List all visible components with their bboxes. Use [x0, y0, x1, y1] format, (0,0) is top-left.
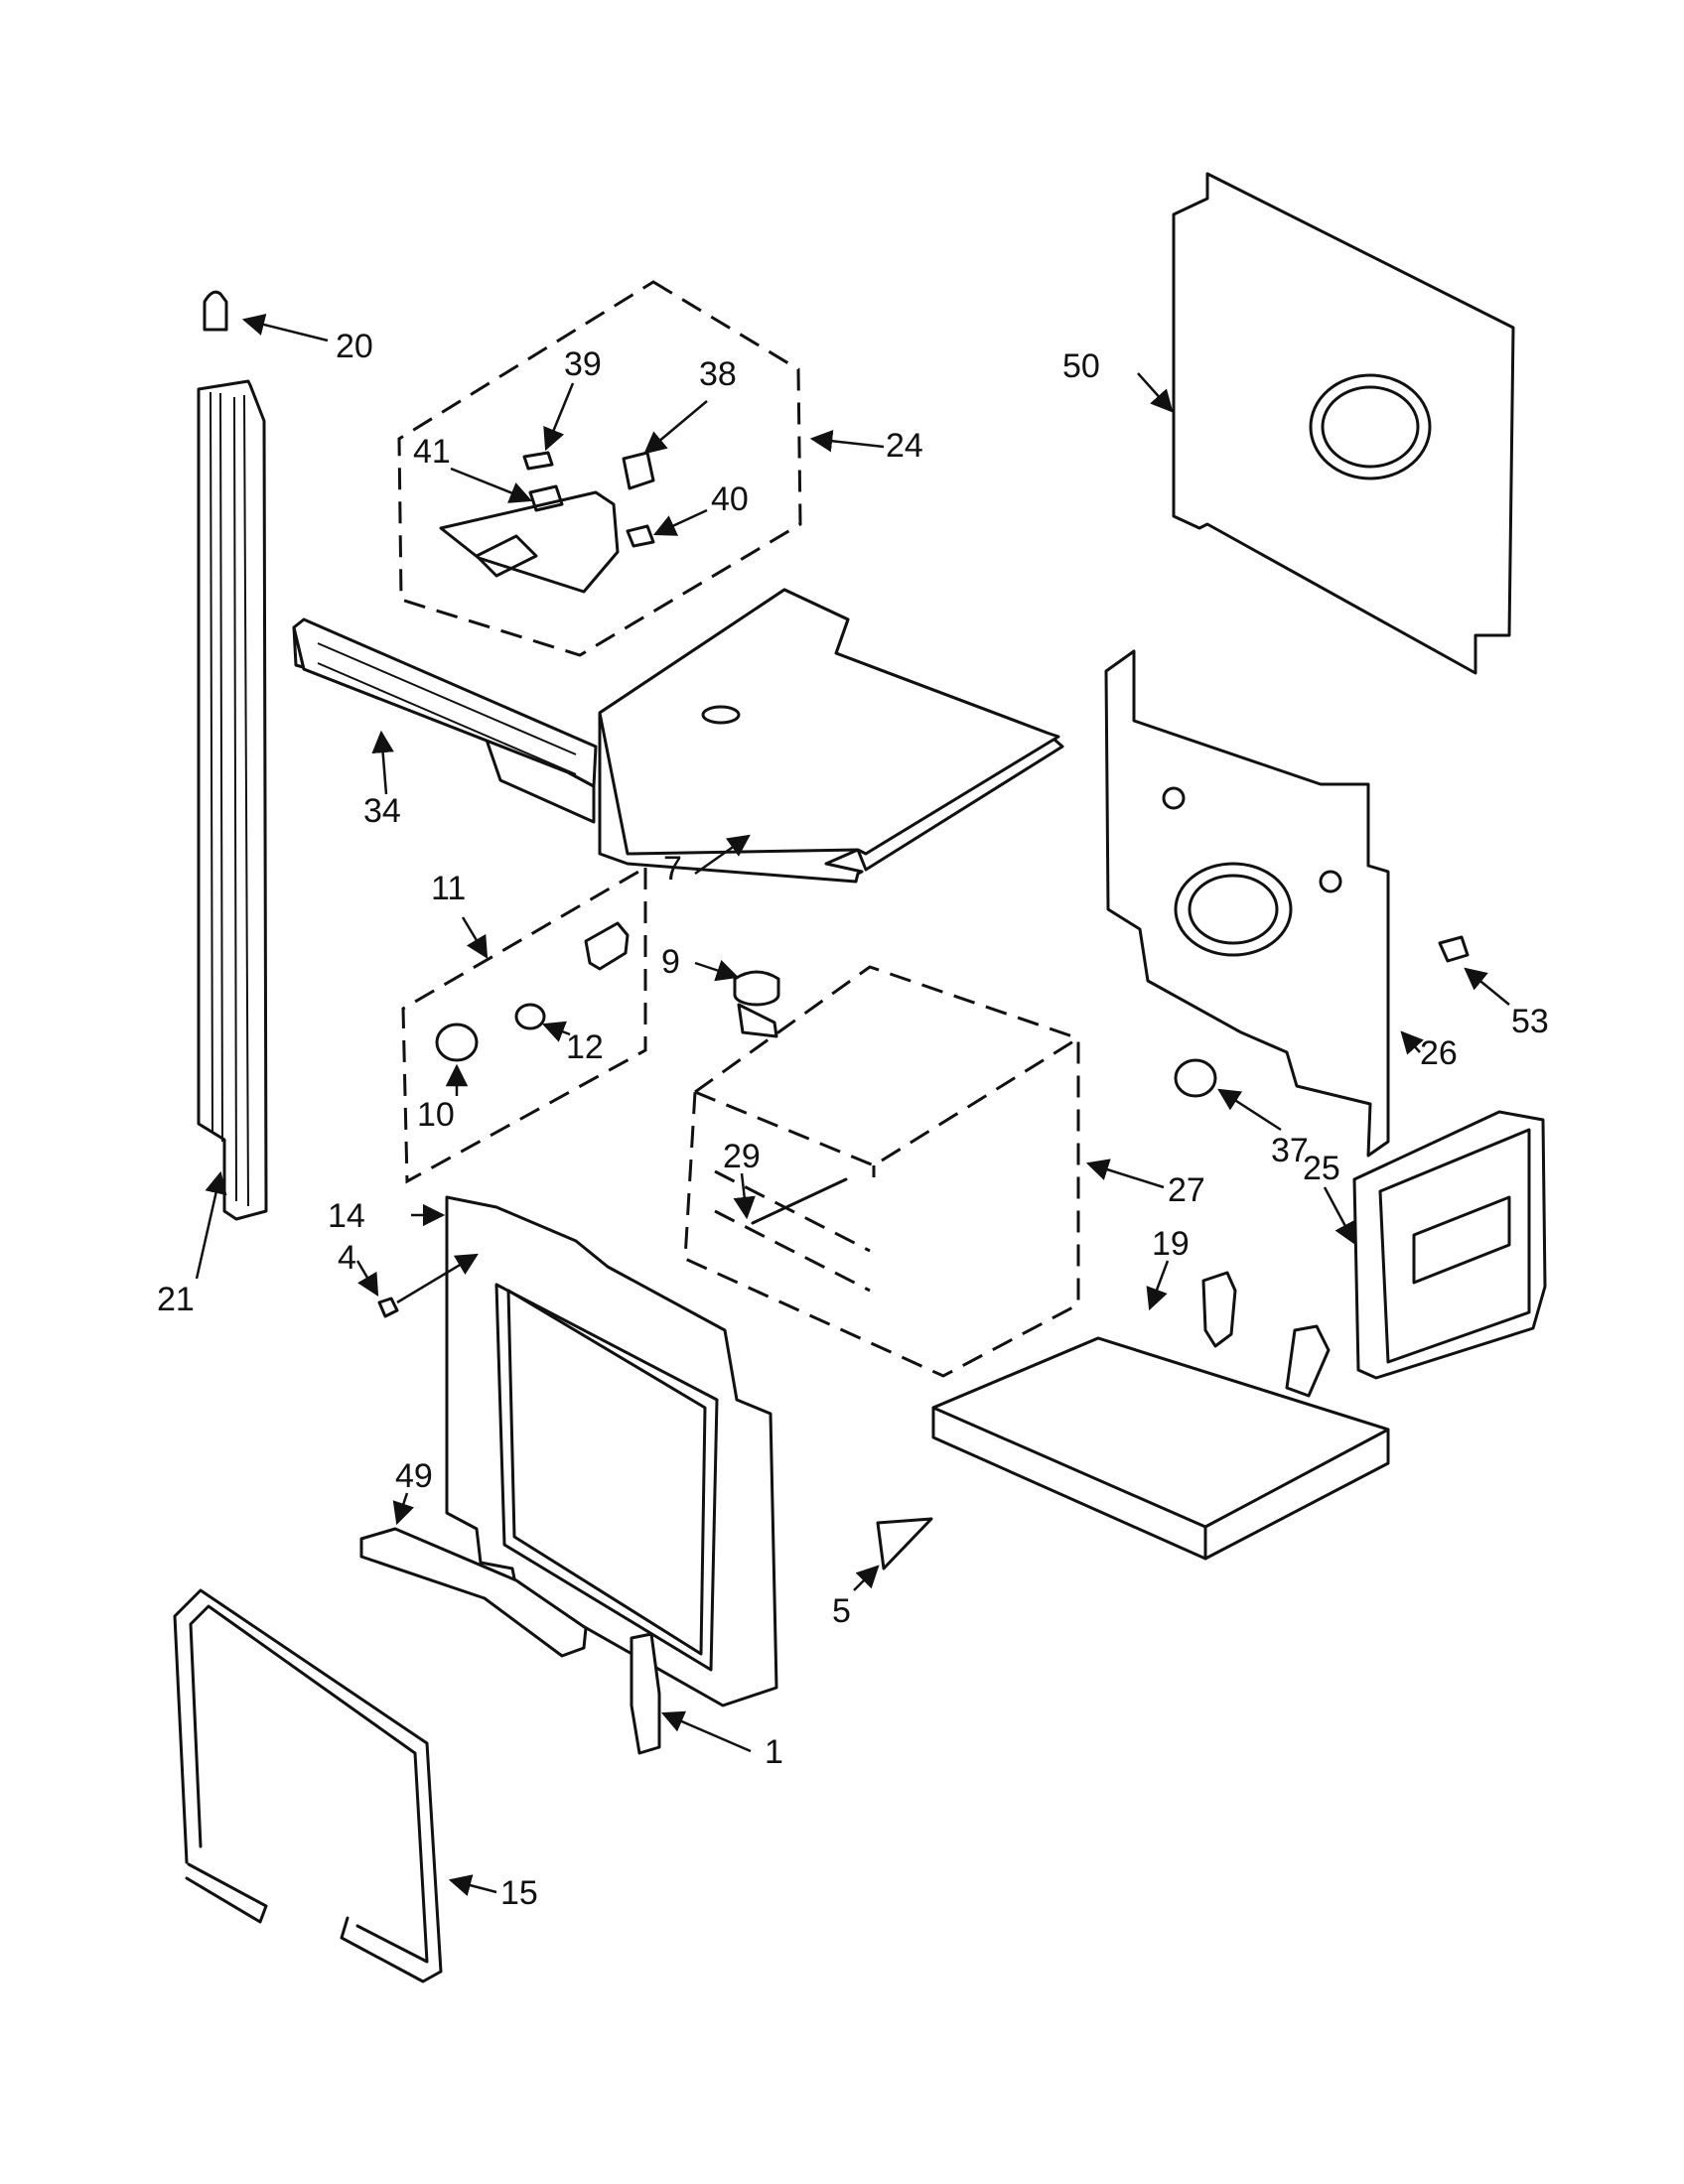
- part-34-vent-strip: [292, 617, 598, 824]
- callout-12: 12: [566, 1028, 604, 1066]
- callout-39: 39: [564, 345, 602, 383]
- callout-24: 24: [886, 427, 923, 465]
- callout-9: 9: [661, 943, 680, 981]
- part-15-gasket: [173, 1588, 497, 1983]
- part-4-screw: [355, 1260, 399, 1318]
- part-27-oven-cavity: [683, 965, 1165, 1378]
- part-7-top-plate: [598, 588, 1064, 884]
- callout-21: 21: [157, 1281, 195, 1318]
- callout-20: 20: [336, 328, 373, 365]
- callout-11: 11: [431, 870, 466, 907]
- callout-1: 1: [765, 1733, 783, 1771]
- callout-41: 41: [413, 433, 451, 471]
- callout-15: 15: [500, 1874, 538, 1912]
- part-14-front-frame: [396, 1195, 778, 1707]
- callout-10: 10: [417, 1096, 455, 1134]
- callout-40: 40: [711, 480, 749, 518]
- callout-29: 29: [723, 1138, 761, 1175]
- part-21-side-trim: [195, 379, 268, 1280]
- callout-37: 37: [1271, 1132, 1309, 1169]
- part-37-thermostat: [1174, 1058, 1282, 1132]
- part-50-back-cover: [1137, 172, 1515, 675]
- callout-19: 19: [1152, 1225, 1190, 1263]
- part-26-rear-panel: [1104, 649, 1424, 1158]
- part-53-clip: [1438, 935, 1510, 1006]
- callout-50: 50: [1062, 347, 1100, 385]
- part-1-hinge-bracket: [630, 1632, 752, 1755]
- part-25-side-panel: [1323, 1110, 1547, 1380]
- callout-labels: 20 21 24 39 38 41 40 34 7 11 9 12 10 29 …: [157, 328, 1549, 1912]
- part-5-corner-bracket: [853, 1517, 933, 1591]
- callout-26: 26: [1420, 1034, 1458, 1072]
- part-11-light-assembly: [401, 865, 647, 1184]
- callout-5: 5: [832, 1592, 851, 1630]
- callout-7: 7: [663, 850, 682, 887]
- callout-4: 4: [338, 1239, 356, 1277]
- part-20-cap: [203, 290, 329, 342]
- part-29-rod: [733, 1172, 848, 1225]
- callout-38: 38: [699, 355, 737, 393]
- callout-27: 27: [1168, 1171, 1205, 1209]
- callout-53: 53: [1511, 1003, 1549, 1040]
- part-24-control-assembly: [397, 280, 885, 657]
- part-49-bracket: [359, 1492, 588, 1658]
- part-9-sensor: [694, 959, 780, 1038]
- callout-49: 49: [395, 1457, 433, 1495]
- callout-25: 25: [1303, 1150, 1340, 1187]
- part-19-bottom-panel: [931, 1260, 1390, 1561]
- callout-34: 34: [363, 792, 401, 830]
- callout-14: 14: [328, 1197, 365, 1235]
